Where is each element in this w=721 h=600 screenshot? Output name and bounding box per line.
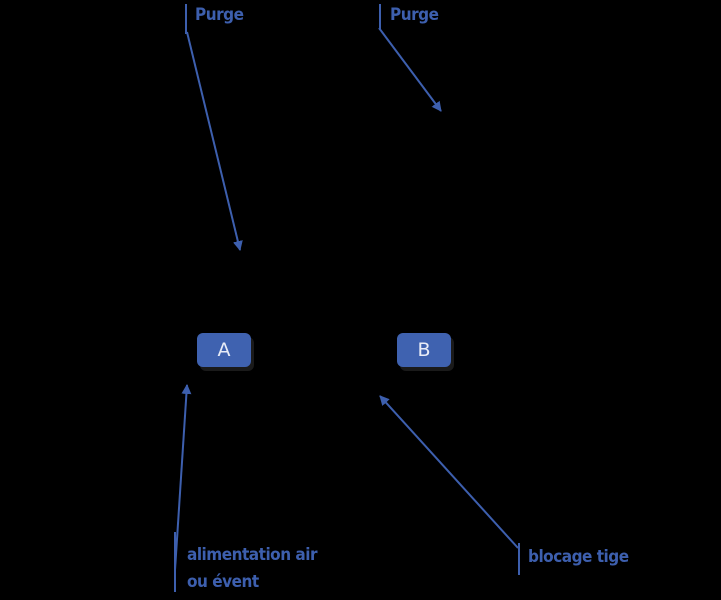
bracket-air-supply — [174, 532, 176, 592]
bracket-purge-right — [379, 4, 381, 30]
box-a: A — [197, 333, 251, 367]
arrow-purge-right — [378, 27, 442, 112]
label-air-supply-line2: ou évent — [187, 572, 259, 592]
arrow-purge-left — [186, 31, 243, 251]
box-b: B — [397, 333, 451, 367]
label-air-supply-line1: alimentation air — [187, 545, 318, 565]
box-a-label: A — [217, 339, 231, 361]
label-purge-right: Purge — [390, 5, 439, 25]
label-purge-left: Purge — [195, 5, 244, 25]
label-rod-lock: blocage tige — [528, 547, 629, 567]
bracket-rod-lock — [518, 543, 520, 575]
arrow-rod-lock — [379, 395, 519, 549]
arrow-air-supply — [174, 384, 192, 571]
bracket-purge-left — [185, 4, 187, 34]
box-b-label: B — [417, 339, 431, 361]
